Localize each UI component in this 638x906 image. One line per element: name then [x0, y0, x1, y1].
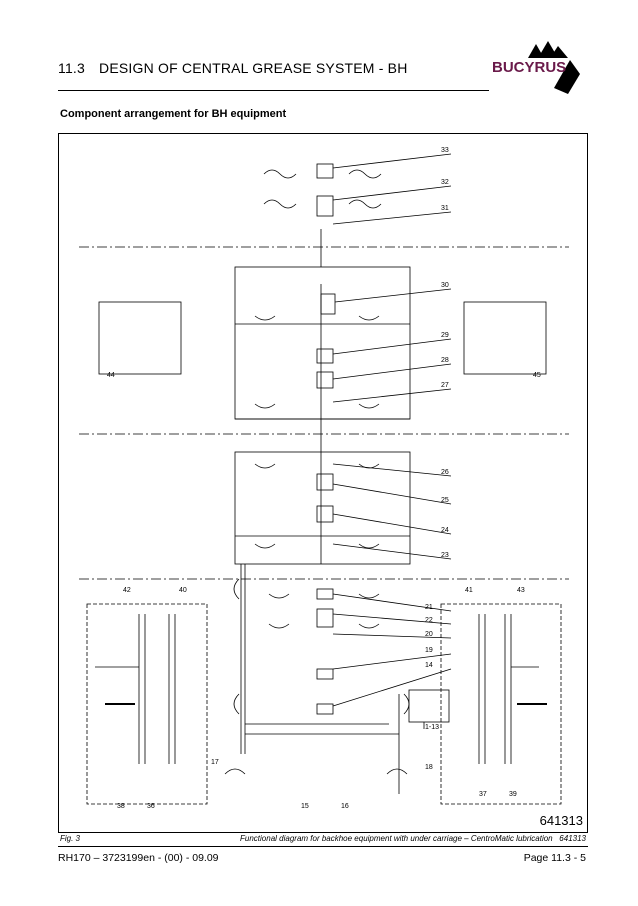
- document-reference: RH170 – 3723199en - (00) - 09.09: [58, 852, 219, 864]
- label-15: 15: [301, 803, 309, 810]
- section-heading: 11.3 DESIGN OF CENTRAL GREASE SYSTEM - BH: [58, 60, 408, 76]
- label-39: 39: [509, 791, 517, 798]
- label-26: 26: [441, 469, 449, 476]
- drawing-number: 641313: [539, 813, 583, 828]
- section-title: DESIGN OF CENTRAL GREASE SYSTEM - BH: [99, 60, 408, 76]
- section-number: 11.3: [58, 60, 86, 76]
- label-45: 45: [533, 372, 541, 379]
- label-25: 25: [441, 497, 449, 504]
- figure-label: Fig. 3: [60, 834, 81, 843]
- label-29: 29: [441, 332, 449, 339]
- label-38: 38: [117, 803, 125, 810]
- caption-text: Functional diagram for backhoe equipment…: [240, 834, 586, 843]
- label-42: 42: [123, 587, 131, 594]
- label-23: 23: [441, 552, 449, 559]
- label-14: 14: [425, 662, 433, 669]
- label-44: 44: [107, 372, 115, 379]
- header-rule: [58, 90, 489, 91]
- label-28: 28: [441, 357, 449, 364]
- diagram-frame: 33 32 31 30 29 28 27 26 25 24 23 21 22 2…: [58, 133, 588, 833]
- label-31: 31: [441, 205, 449, 212]
- grease-system-diagram: 33 32 31 30 29 28 27 26 25 24 23 21 22 2…: [79, 147, 569, 810]
- label-40: 40: [179, 587, 187, 594]
- label-37: 37: [479, 791, 487, 798]
- label-19: 19: [425, 647, 433, 654]
- label-24: 24: [441, 527, 449, 534]
- bucyrus-logo: BUCYRUS: [488, 38, 588, 98]
- caption-description: Functional diagram for backhoe equipment…: [240, 834, 553, 843]
- label-36: 36: [147, 803, 155, 810]
- label-21: 21: [425, 604, 433, 611]
- label-33: 33: [441, 147, 449, 154]
- label-17: 17: [211, 759, 219, 766]
- page-number: Page 11.3 - 5: [523, 852, 586, 864]
- label-30: 30: [441, 282, 449, 289]
- label-1-13: 1-13: [425, 724, 439, 731]
- label-27: 27: [441, 382, 449, 389]
- brand-text: BUCYRUS: [492, 59, 566, 76]
- subtitle: Component arrangement for BH equipment: [60, 108, 287, 120]
- label-32: 32: [441, 179, 449, 186]
- label-41: 41: [465, 587, 473, 594]
- label-16: 16: [341, 803, 349, 810]
- label-43: 43: [517, 587, 525, 594]
- label-22: 22: [425, 617, 433, 624]
- footer-rule: [58, 846, 588, 847]
- label-18: 18: [425, 764, 433, 771]
- label-20: 20: [425, 631, 433, 638]
- caption-number: 641313: [559, 834, 586, 843]
